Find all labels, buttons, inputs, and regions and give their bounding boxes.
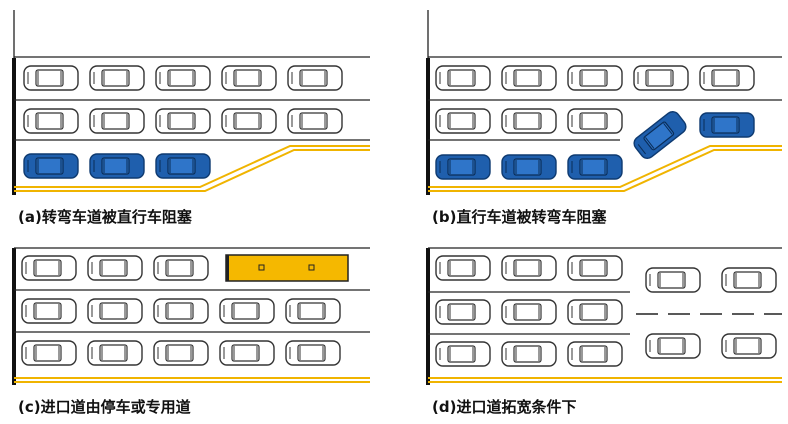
caption-b: (b)直行车道被转弯车阻塞 [432,208,607,226]
white-car [287,65,343,91]
turn-lane-yellow-line [14,145,370,188]
caption-d: (d)进口道拓宽条件下 [432,398,576,416]
white-car [501,65,557,91]
white-car [219,298,275,324]
white-car [23,108,79,134]
white-car [435,255,491,281]
turn-lane-yellow-line [428,149,782,192]
white-car [21,255,77,281]
caption-a: (a)转弯车道被直行车阻塞 [18,208,193,226]
blue-car [699,112,755,138]
white-car [435,341,491,367]
white-car [501,255,557,281]
white-car [153,340,209,366]
blue-car [89,153,145,179]
white-car [153,298,209,324]
white-car [567,299,623,325]
turn-lane-yellow-line [428,145,782,188]
white-car [153,255,209,281]
blue-car [633,111,687,159]
white-car [21,298,77,324]
white-car [219,340,275,366]
white-car [89,65,145,91]
white-car [89,108,145,134]
parked-block [225,254,349,282]
white-car [501,108,557,134]
white-car [155,108,211,134]
panel-c [12,247,370,385]
white-car [721,267,777,293]
white-car [221,108,277,134]
panel-a [12,10,370,195]
white-car [435,299,491,325]
white-car [87,298,143,324]
white-car [221,65,277,91]
white-car [501,299,557,325]
white-car [23,65,79,91]
caption-c: (c)进口道由停车或专用道 [18,398,191,416]
panel-d [426,247,782,385]
white-car [87,255,143,281]
turn-lane-yellow-line [14,149,370,192]
white-car [155,65,211,91]
white-car [501,341,557,367]
vehicles [21,65,777,367]
white-car [699,65,755,91]
white-car [567,255,623,281]
white-car [633,65,689,91]
white-car [287,108,343,134]
blue-car [23,153,79,179]
white-car [567,65,623,91]
white-car [285,298,341,324]
white-car [567,108,623,134]
white-car [435,108,491,134]
blue-car [155,153,211,179]
white-car [645,333,701,359]
white-car [87,340,143,366]
white-car [21,340,77,366]
blue-car [567,154,623,180]
white-car [285,340,341,366]
blue-car [501,154,557,180]
panel-b [426,10,782,195]
white-car [567,341,623,367]
white-car [435,65,491,91]
white-car [721,333,777,359]
blue-car [435,154,491,180]
white-car [645,267,701,293]
